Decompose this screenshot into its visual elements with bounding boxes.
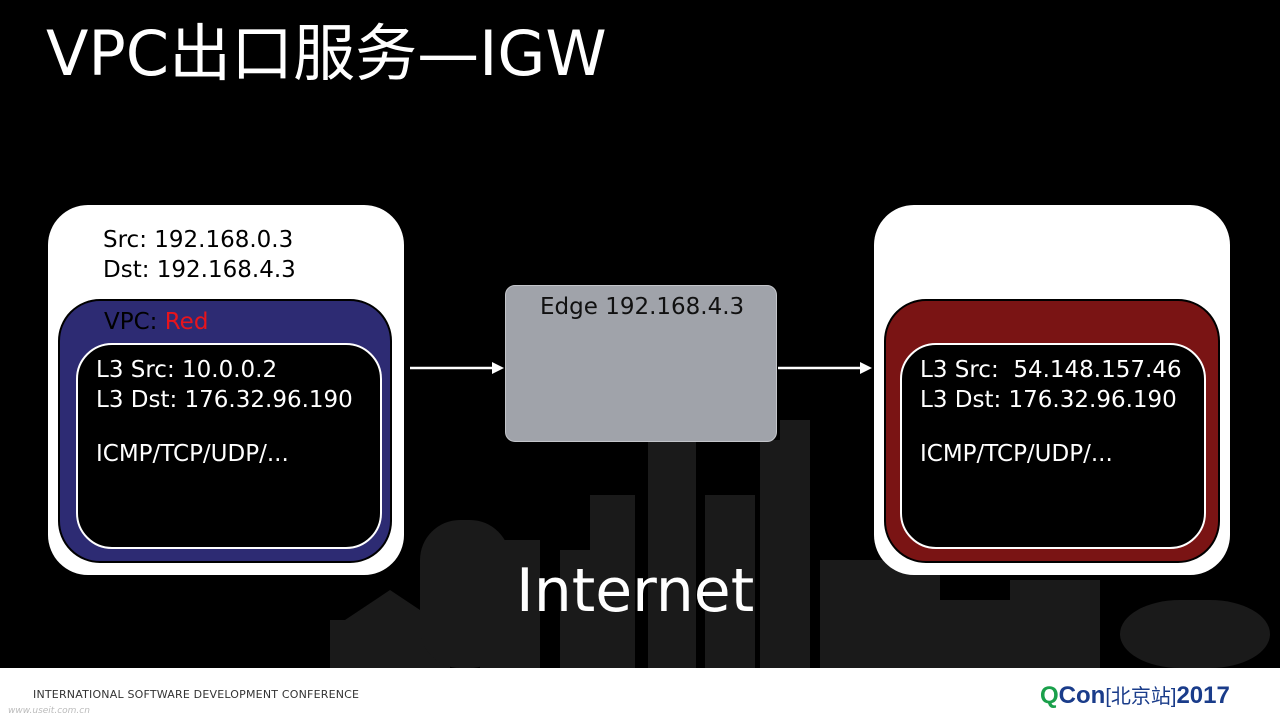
- vpc-label-prefix: VPC:: [104, 309, 165, 335]
- l3-src-address: L3 Src: 10.0.0.2: [96, 357, 278, 383]
- qcon-logo: QCon[北京站]2017: [1040, 680, 1230, 710]
- vpc-label: VPC: Red: [104, 309, 208, 335]
- vpc-red-frame: VPC: Red L3 Src: 10.0.0.2 L3 Dst: 176.32…: [58, 299, 392, 563]
- protocol-list: ICMP/TCP/UDP/...: [96, 441, 289, 467]
- qcon-logo-con: Con: [1058, 682, 1106, 709]
- l3-dst-address: L3 Dst: 176.32.96.190: [96, 387, 353, 413]
- destination-host-box: L3 Src: 54.148.157.46 L3 Dst: 176.32.96.…: [874, 205, 1230, 575]
- translated-l3-dst: L3 Dst: 176.32.96.190: [920, 387, 1177, 413]
- footer-bar: INTERNATIONAL SOFTWARE DEVELOPMENT CONFE…: [0, 668, 1280, 720]
- qcon-logo-q: Q: [1040, 682, 1059, 709]
- vpc-inner-packet: L3 Src: 10.0.0.2 L3 Dst: 176.32.96.190 I…: [76, 343, 382, 549]
- arrow-to-edge: [410, 362, 504, 374]
- translated-l3-src-value: 54.148.157.46: [1013, 357, 1182, 383]
- conference-name: INTERNATIONAL SOFTWARE DEVELOPMENT CONFE…: [33, 688, 360, 701]
- edge-gateway-box: Edge 192.168.4.3: [505, 285, 777, 442]
- vpc-name: Red: [164, 309, 209, 335]
- inner-address-block: L3 Src: 10.0.0.2 L3 Dst: 176.32.96.190: [96, 355, 353, 415]
- slide-title: VPC出口服务—IGW: [46, 17, 607, 90]
- outer-dst-address: Dst: 192.168.4.3: [103, 257, 296, 283]
- outer-address-block: Src: 192.168.0.3 Dst: 192.168.4.3: [103, 225, 296, 285]
- outer-src-address: Src: 192.168.0.3: [103, 227, 294, 253]
- watermark-url: www.useit.com.cn: [8, 706, 90, 716]
- translated-packet: L3 Src: 54.148.157.46 L3 Dst: 176.32.96.…: [900, 343, 1206, 549]
- translated-l3-src: L3 Src: 54.148.157.46: [920, 355, 1182, 385]
- edge-label: Edge 192.168.4.3: [540, 294, 745, 320]
- internet-label: Internet: [516, 556, 755, 626]
- qcon-logo-city: [北京站]: [1105, 686, 1177, 708]
- translated-l3-src-label: L3 Src:: [920, 357, 999, 383]
- translated-protocol-list: ICMP/TCP/UDP/...: [920, 441, 1113, 467]
- source-host-box: Src: 192.168.0.3 Dst: 192.168.4.3 VPC: R…: [48, 205, 404, 575]
- arrow-to-internet-host: [778, 362, 872, 374]
- nat-frame: L3 Src: 54.148.157.46 L3 Dst: 176.32.96.…: [884, 299, 1220, 563]
- qcon-logo-year: 2017: [1176, 682, 1230, 709]
- translated-address-block: L3 Src: 54.148.157.46 L3 Dst: 176.32.96.…: [920, 355, 1182, 415]
